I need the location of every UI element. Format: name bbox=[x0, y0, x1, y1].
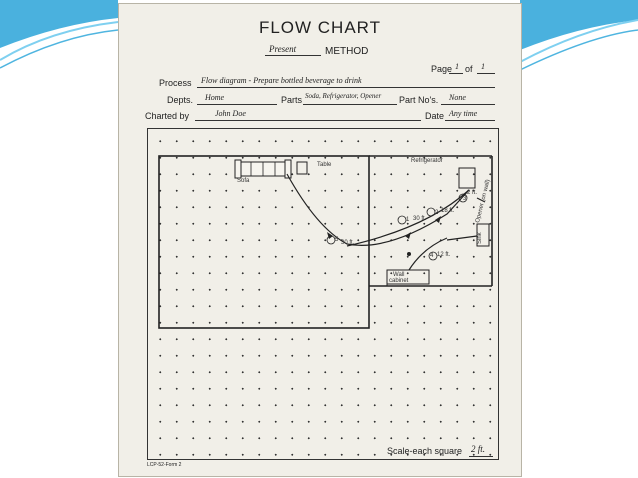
floor-plan bbox=[158, 155, 493, 329]
step-4-distance: 12 ft. bbox=[437, 252, 451, 258]
sofa-icon bbox=[234, 159, 292, 179]
sofa-label: Sofa bbox=[237, 178, 250, 184]
process-line bbox=[197, 87, 495, 88]
partno-value: None bbox=[449, 93, 466, 102]
scale-label: Scale-each square bbox=[387, 446, 463, 456]
scale-line bbox=[469, 456, 493, 457]
living-room-wall bbox=[158, 155, 370, 329]
date-line bbox=[445, 120, 495, 121]
depts-label: Depts. bbox=[167, 95, 194, 105]
method-label: METHOD bbox=[325, 46, 369, 57]
form-title: FLOW CHART bbox=[258, 18, 382, 37]
step-3-distance: 2 ft. bbox=[467, 190, 478, 196]
process-value: Flow diagram - Prepare bottled beverage … bbox=[201, 76, 362, 85]
method-underline bbox=[265, 55, 321, 56]
refrigerator-label: Refrigerator bbox=[411, 158, 443, 164]
flow-path-cabinet bbox=[408, 237, 448, 271]
step-2-number: 2 bbox=[435, 210, 439, 216]
parts-value: Soda, Refrigerator, Opener bbox=[305, 92, 382, 100]
partno-line bbox=[441, 104, 495, 105]
flow-path-to-fridge bbox=[286, 173, 470, 246]
scale-value: 2 ft. bbox=[471, 444, 486, 454]
charted-by-label: Charted by bbox=[145, 111, 190, 121]
step-4-number: 4 bbox=[430, 253, 434, 259]
step-2-distance: 18 ft. bbox=[441, 208, 455, 214]
step-5-distance: 30 ft. bbox=[341, 240, 355, 246]
sink-label: Sink bbox=[477, 232, 483, 244]
method-value: Present bbox=[269, 44, 297, 54]
table-label: Table bbox=[317, 162, 332, 168]
date-value: Any time bbox=[449, 109, 478, 118]
flow-path-sink bbox=[446, 235, 478, 241]
sink-icon bbox=[476, 223, 490, 247]
date-label: Date bbox=[425, 111, 445, 121]
parts-label: Parts bbox=[281, 95, 303, 105]
step-1-distance: 30 ft. bbox=[413, 216, 427, 222]
page-total: 1 bbox=[481, 62, 485, 71]
depts-line bbox=[197, 104, 277, 105]
step-5-number: 5 bbox=[335, 237, 339, 243]
partno-label: Part No's. bbox=[399, 95, 439, 105]
step-1-number: 1 bbox=[406, 217, 410, 223]
depts-value: Home bbox=[205, 93, 225, 102]
flow-path-opener bbox=[476, 197, 486, 203]
parts-line bbox=[303, 104, 397, 105]
page-label: Page bbox=[431, 64, 453, 74]
step-3-number: 3 bbox=[463, 196, 467, 202]
wall-cabinet-label-1: Wall bbox=[393, 272, 405, 278]
table-icon bbox=[296, 161, 308, 175]
page-number-line bbox=[449, 73, 463, 74]
refrigerator-icon bbox=[458, 167, 476, 189]
page-number: 1 bbox=[455, 62, 459, 71]
charted-by-value: John Doe bbox=[215, 109, 246, 118]
page-total-line bbox=[477, 73, 495, 74]
process-label: Process bbox=[159, 78, 192, 88]
page-of-label: of bbox=[465, 64, 473, 74]
charted-by-line bbox=[195, 120, 421, 121]
form-code: LCP-52-Form 2 bbox=[147, 462, 182, 468]
wall-cabinet-label-2: cabinet bbox=[389, 278, 409, 284]
flow-chart-form: FLOW CHART Present METHOD Page 1 of 1 Pr… bbox=[118, 3, 522, 477]
dot-grid bbox=[147, 128, 499, 460]
